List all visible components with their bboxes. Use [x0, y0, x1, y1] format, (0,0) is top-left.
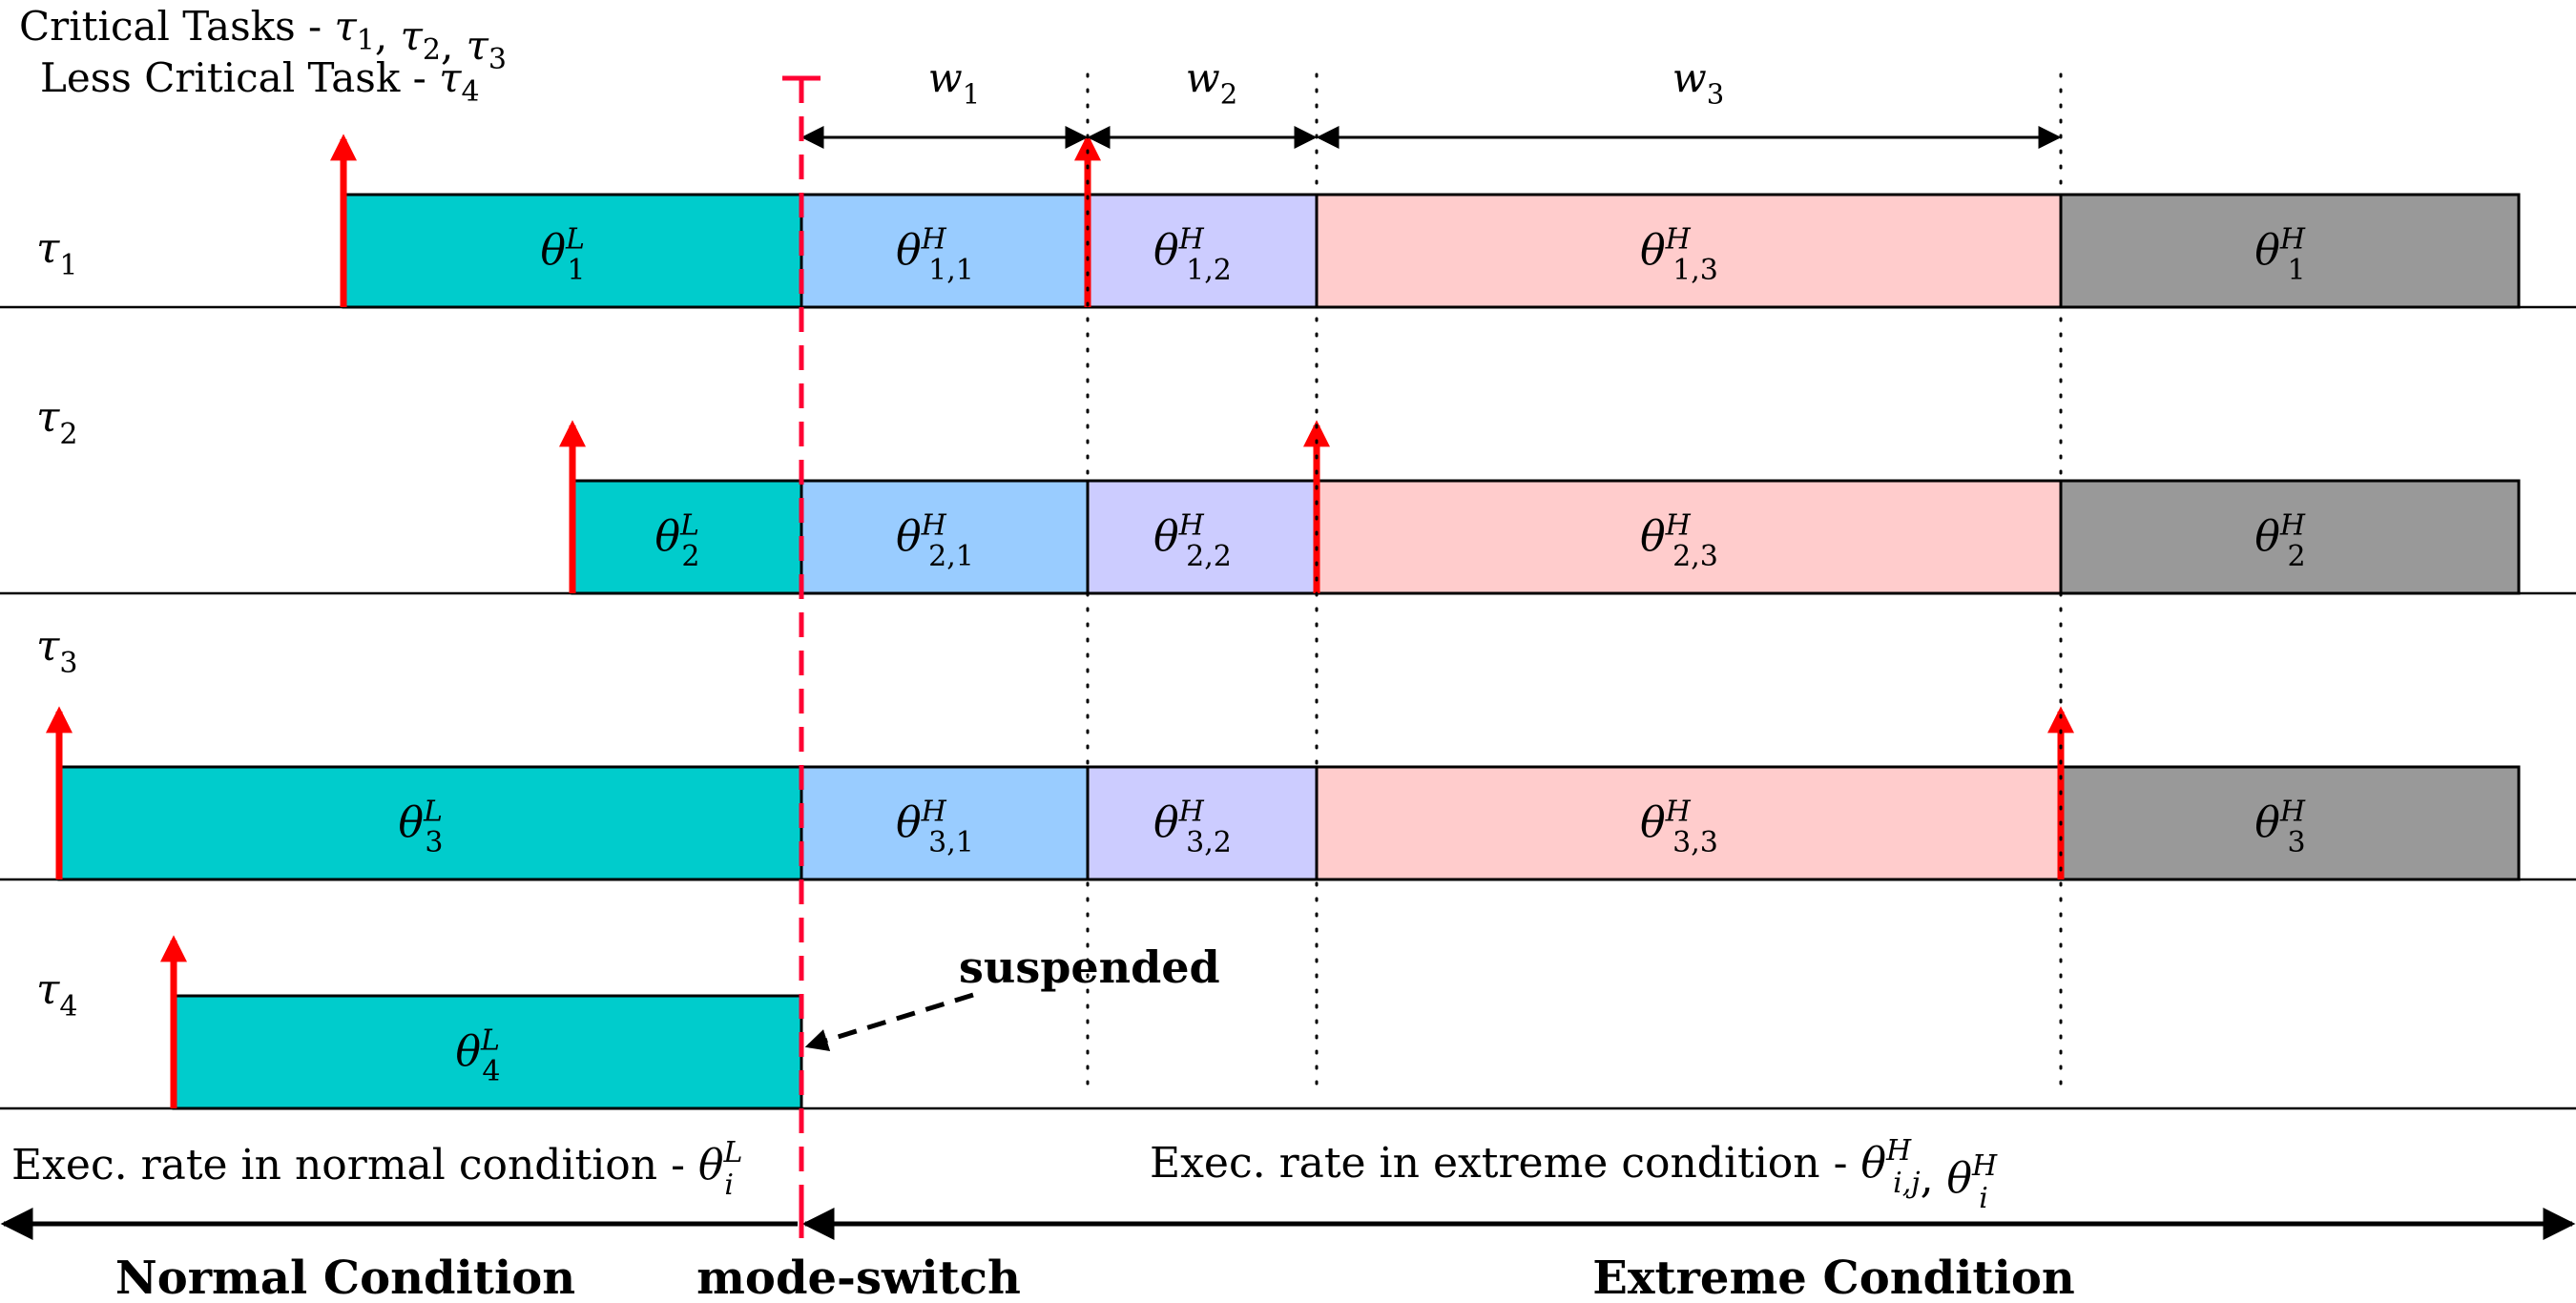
suspended-label: suspended: [959, 941, 1220, 993]
less_critical-legend: Less Critical Task - τ4: [40, 54, 480, 109]
exec-block-w2: [1086, 193, 1319, 309]
exec-block-after: [2059, 479, 2521, 595]
window-label: w1: [928, 54, 980, 111]
task-label: τ2: [36, 393, 77, 451]
exec-block-after: [2059, 193, 2521, 309]
overlay: w1 w2 w3 suspended: [782, 54, 2063, 1231]
normal-condition-label: Normal Condition: [115, 1251, 575, 1298]
task-label: τ3: [36, 622, 77, 680]
task-label: τ1: [36, 224, 77, 282]
exec-block-w3: [1315, 479, 2063, 595]
critical-legend: Critical Tasks - τ1, τ2, τ3: [19, 3, 507, 76]
exec-block-normal: [342, 193, 803, 309]
extreme-condition-label: Extreme Condition: [1592, 1251, 2074, 1298]
exec-block-w1: [800, 479, 1090, 595]
exec-block-w2: [1086, 479, 1319, 595]
window-label: w3: [1672, 54, 1724, 111]
exec-block-after: [2059, 765, 2521, 881]
exec-block-normal: [571, 479, 803, 595]
suspended-arrow: [804, 992, 974, 1052]
exec-block-w2: [1086, 765, 1319, 881]
mode-switch-label: mode-switch: [696, 1251, 1021, 1298]
task-label: τ4: [36, 965, 77, 1024]
window-label: w2: [1186, 54, 1237, 111]
